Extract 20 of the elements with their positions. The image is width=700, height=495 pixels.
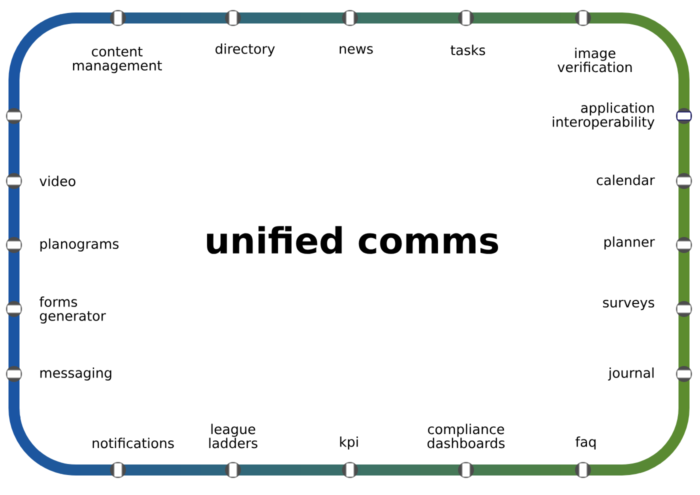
station-label: video [40, 176, 76, 186]
station-label: news [340, 46, 373, 54]
station-label: compliance dashboards [428, 424, 505, 448]
station-label: calendar [596, 174, 655, 186]
station-label: application interoperability [552, 102, 654, 130]
station-label: tasks [450, 44, 486, 56]
station-label: faq [576, 436, 596, 450]
station-label: messaging [40, 367, 112, 381]
station-label: image verification [558, 48, 632, 72]
station-label: forms generator [40, 296, 106, 324]
station-label: journal [608, 367, 654, 381]
station-label: kpi [340, 436, 358, 450]
station-label: planograms [40, 238, 119, 252]
title: unified comms [207, 226, 498, 254]
station-label: league ladders [209, 424, 258, 448]
station-label: planner [604, 236, 655, 250]
station-label: directory [216, 43, 275, 57]
station-label: content management [73, 46, 162, 74]
station-label: surveys [603, 300, 654, 310]
station-label: notifications [92, 438, 174, 448]
